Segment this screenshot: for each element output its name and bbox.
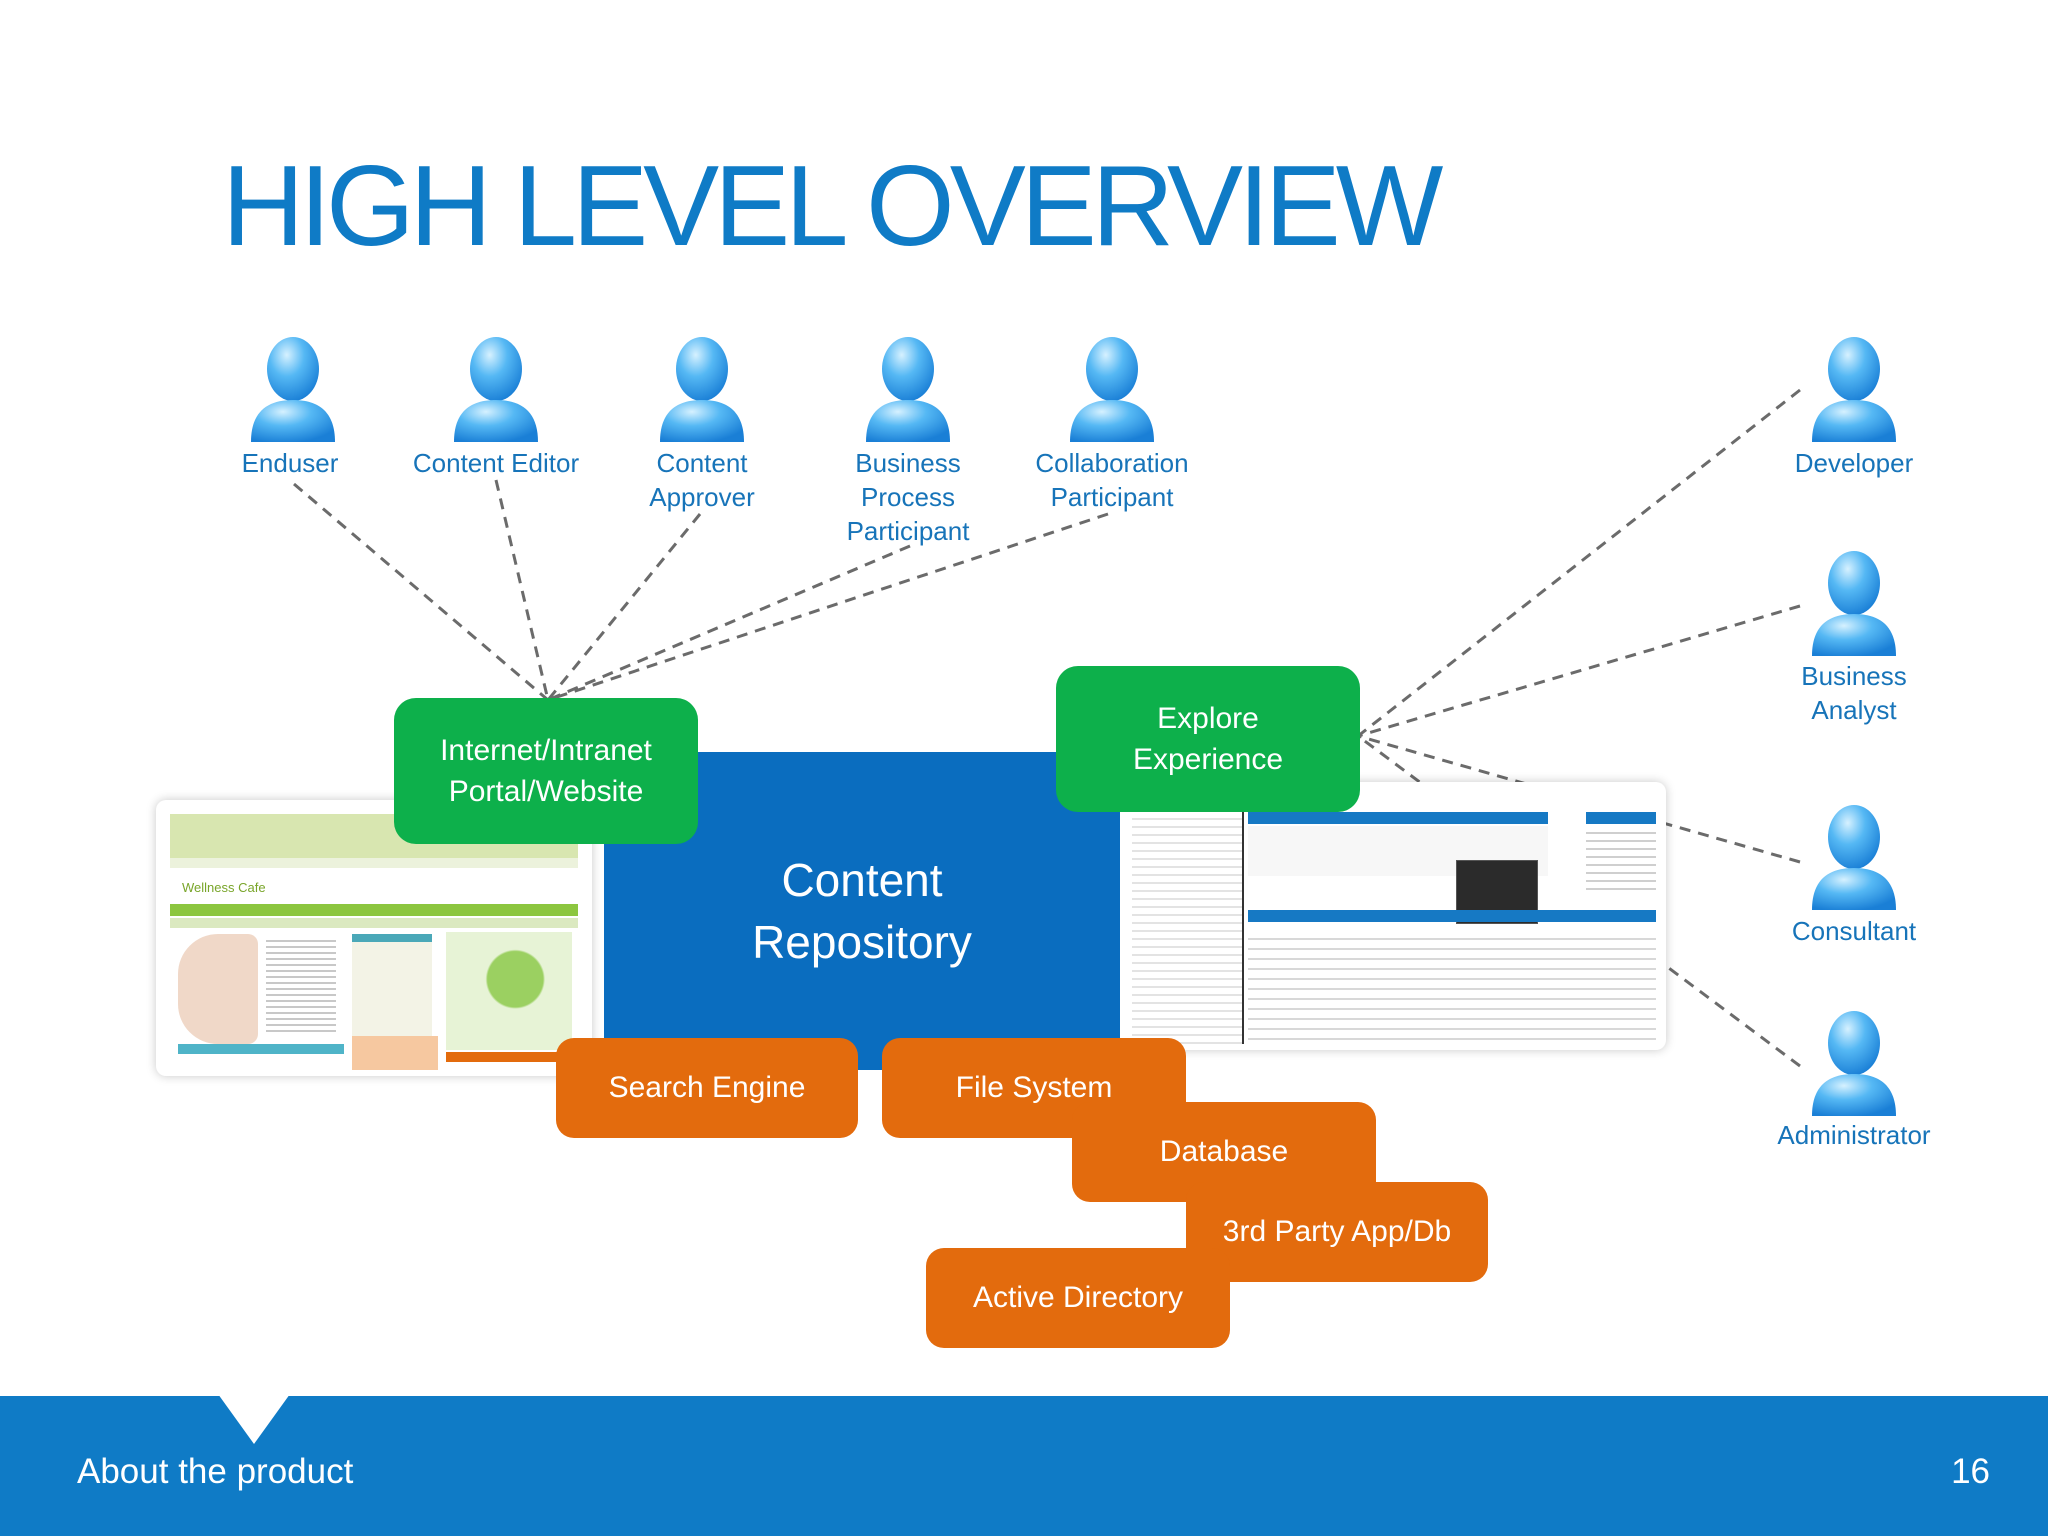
page-number: 16 bbox=[1951, 1452, 1990, 1491]
user-icon-content-editor bbox=[446, 334, 546, 442]
user-label-developer: Developer bbox=[1794, 448, 1914, 478]
user-icon-collaboration-participant bbox=[1062, 334, 1162, 442]
website-hero-image bbox=[178, 934, 258, 1044]
admin-screenshot bbox=[1120, 782, 1666, 1050]
user-icon-enduser bbox=[243, 334, 343, 442]
footer-bar bbox=[0, 1396, 2048, 1536]
admin-properties-header bbox=[1248, 812, 1548, 824]
admin-items-table bbox=[1248, 930, 1656, 1040]
user-icon-consultant bbox=[1804, 802, 1904, 910]
user-label-collaboration-participant: Collaboration Participant bbox=[1035, 448, 1189, 512]
admin-actions-list bbox=[1586, 826, 1656, 896]
user-icon-business-analyst bbox=[1804, 548, 1904, 656]
website-submenu-bar bbox=[170, 918, 578, 928]
line-developer-explore bbox=[1357, 388, 1801, 738]
admin-tree-panel bbox=[1132, 812, 1244, 1044]
website-text-column bbox=[266, 936, 336, 1036]
content-repository-box: Content Repository bbox=[604, 752, 1120, 1070]
website-map-box bbox=[352, 1036, 438, 1070]
portal-website-box: Internet/Intranet Portal/Website bbox=[394, 698, 698, 844]
explore-experience-box: Explore Experience bbox=[1056, 666, 1360, 812]
user-label-consultant: Consultant bbox=[1791, 916, 1917, 946]
search-engine-box: Search Engine bbox=[556, 1038, 858, 1138]
website-nav-bar bbox=[170, 858, 578, 868]
user-icon-administrator bbox=[1804, 1008, 1904, 1116]
website-footer-strip bbox=[178, 1044, 344, 1054]
active-directory-box: Active Directory bbox=[926, 1248, 1230, 1348]
user-icon-business-process-participant bbox=[858, 334, 958, 442]
website-menu-bar bbox=[170, 904, 578, 916]
website-leaf-image bbox=[446, 932, 572, 1050]
footer-notch bbox=[218, 1394, 290, 1444]
admin-actions-header bbox=[1586, 812, 1656, 824]
footer-section-title: About the product bbox=[77, 1452, 354, 1491]
line-bpp-portal bbox=[547, 544, 911, 702]
user-label-enduser: Enduser bbox=[241, 448, 339, 478]
user-label-business-process-participant: Business Process Participant bbox=[846, 448, 970, 546]
website-logo: Wellness Cafe bbox=[182, 880, 266, 895]
user-label-administrator: Administrator bbox=[1777, 1120, 1931, 1150]
database-box: Database bbox=[1072, 1102, 1376, 1202]
line-collab-portal bbox=[547, 512, 1109, 702]
website-sidebar-box bbox=[352, 934, 432, 1042]
admin-items-header bbox=[1248, 910, 1656, 922]
user-label-content-approver: Content Approver bbox=[649, 448, 755, 512]
line-editor-portal bbox=[494, 479, 550, 701]
website-orange-strip bbox=[446, 1052, 572, 1062]
third-party-app-db-box: 3rd Party App/Db bbox=[1186, 1182, 1488, 1282]
user-label-content-editor: Content Editor bbox=[412, 448, 580, 478]
user-icon-content-approver bbox=[652, 334, 752, 442]
user-icon-developer bbox=[1804, 334, 1904, 442]
user-label-business-analyst: Business Analyst bbox=[1801, 661, 1907, 725]
line-enduser-portal bbox=[293, 482, 549, 702]
line-analyst-explore bbox=[1357, 604, 1801, 738]
line-approver-portal bbox=[546, 513, 702, 701]
slide-title: HIGH LEVEL OVERVIEW bbox=[222, 143, 1443, 270]
